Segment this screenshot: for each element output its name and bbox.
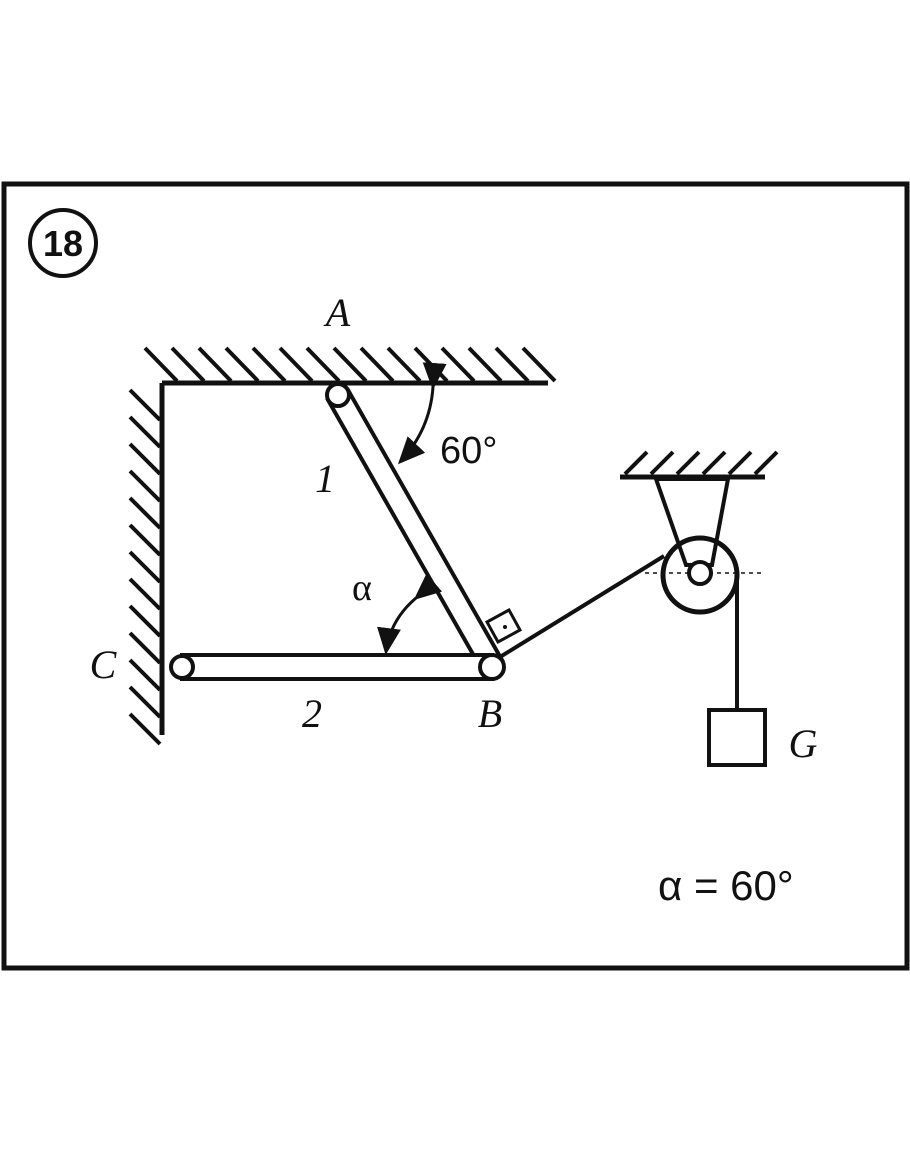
hatch-line: [649, 450, 675, 476]
hatch-line: [224, 346, 260, 383]
ceiling-support: [143, 346, 557, 386]
hatch-line: [128, 631, 162, 665]
pulley: [660, 535, 740, 615]
hatch-line: [128, 712, 162, 746]
label-b: B: [478, 691, 502, 736]
right-angle-marker: [484, 607, 523, 645]
hatch-line: [623, 450, 649, 476]
hatch-line: [143, 346, 179, 383]
weight-g: [707, 708, 767, 767]
label-angle-60: 60°: [440, 430, 497, 472]
hatch-line: [128, 523, 162, 557]
hatch-line: [467, 346, 503, 383]
pin-a: [325, 382, 351, 408]
wall-support: [128, 383, 165, 746]
hatch-line: [675, 450, 701, 476]
angle-arc-alpha: [377, 573, 443, 655]
hatch-line: [359, 346, 395, 383]
hatch-line: [170, 346, 206, 383]
hatch-line: [128, 415, 162, 449]
pin-b: [478, 653, 506, 681]
hatch-line: [278, 346, 314, 383]
hatch-line: [753, 450, 779, 476]
problem-number-badge: 18: [28, 208, 98, 278]
hatch-line: [128, 469, 162, 503]
hatch-line: [128, 577, 162, 611]
label-rod-2: 2: [302, 691, 322, 736]
hatch-line: [521, 346, 557, 383]
rope-b-to-pulley: [498, 554, 666, 659]
hatch-line: [386, 346, 422, 383]
hatch-line: [332, 346, 368, 383]
pulley-axle: [687, 560, 713, 586]
hatch-line: [413, 346, 449, 383]
hatch-line: [305, 346, 341, 383]
pin-c: [169, 654, 195, 680]
hatch-line: [128, 496, 162, 530]
hatch-line: [251, 346, 287, 383]
label-a: A: [323, 290, 351, 335]
hatch-line: [494, 346, 530, 383]
label-g: G: [789, 721, 818, 766]
hatch-line: [128, 604, 162, 638]
pulley-bracket: [653, 477, 731, 567]
figure-frame: [1, 181, 910, 971]
hatch-line: [128, 442, 162, 476]
hatch-line: [128, 685, 162, 719]
hatch-line: [128, 550, 162, 584]
hatch-line: [701, 450, 727, 476]
angle-arc-60: [397, 362, 447, 465]
hatch-line: [128, 658, 162, 692]
problem-number: 18: [43, 223, 83, 264]
given-condition: α = 60°: [658, 862, 794, 909]
hatch-line: [440, 346, 476, 383]
label-rod-1: 1: [315, 456, 335, 501]
rod-2: [180, 653, 494, 681]
label-angle-alpha: α: [352, 567, 372, 609]
label-c: C: [90, 642, 118, 687]
pulley-ceiling-support: [620, 450, 779, 480]
hatch-line: [197, 346, 233, 383]
hatch-line: [128, 388, 162, 422]
hatch-line: [727, 450, 753, 476]
